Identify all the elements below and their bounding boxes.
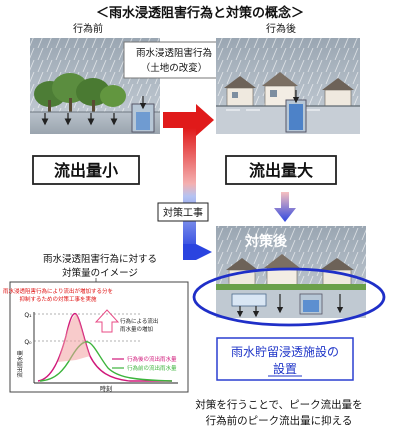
graph-title-line1: 雨水浸透阻害行為に対する xyxy=(43,253,157,265)
graph-title-line2: 対策量のイメージ xyxy=(62,267,138,279)
facility-line2: 設置 xyxy=(273,361,297,376)
q1-label: Q₁ xyxy=(24,312,32,319)
callout-line2: （土地の改変） xyxy=(141,62,208,74)
runoff-small-label: 流出量小 xyxy=(54,161,118,180)
before-curve xyxy=(39,341,173,382)
conclusion-line2: 行為前のピーク流出量に抑える xyxy=(206,414,353,427)
x-axis-label: 時刻 xyxy=(100,385,112,393)
graph-red-note-line2: 抑制するための対策工事を実施 xyxy=(19,295,97,303)
countermeasure-work-label: 対策工事 xyxy=(163,206,203,219)
legend-before: 行為前の流出雨水量 xyxy=(127,364,177,372)
y-axis-label: 流出雨水量 xyxy=(16,350,24,378)
gradient-connector xyxy=(183,128,196,252)
callout-box xyxy=(123,41,225,79)
down-arrow xyxy=(274,192,296,222)
increase-arrow xyxy=(94,309,120,333)
callout-line1: 雨水浸透阻害行為 xyxy=(136,47,212,59)
increase-note-line2: 雨水量の増加 xyxy=(120,325,153,333)
blue-arrow-right xyxy=(196,244,212,260)
increase-note-line1: 行為による流出 xyxy=(120,317,158,325)
countermeasure-work-box xyxy=(157,202,209,222)
graph-red-note-line1: 雨水浸透阻害行為により流出が増加する分を xyxy=(3,287,113,295)
before-label: 行為前 xyxy=(73,22,103,35)
conclusion-line1: 対策を行うことで、ピーク流出量を xyxy=(195,398,362,411)
graph-frame xyxy=(9,281,189,393)
red-arrow-right xyxy=(163,104,214,136)
legend-after: 行為後の流出雨水量 xyxy=(127,355,177,363)
runoff-graph: 雨水浸透阻害行為により流出が増加する分を 抑制するための対策工事を実施 Q₁ Q… xyxy=(3,281,189,393)
page-title: ＜雨水浸透阻害行為と対策の概念＞ xyxy=(96,5,304,21)
facility-highlight-ellipse xyxy=(192,267,386,327)
runoff-large-label: 流出量大 xyxy=(249,161,313,180)
q0-label: Q₀ xyxy=(24,339,32,346)
tree-icon xyxy=(34,73,126,112)
facility-line1: 雨水貯留浸透施設の xyxy=(231,344,339,359)
after-label: 行為後 xyxy=(266,22,296,35)
after-measure-label: 対策後 xyxy=(244,233,288,250)
after-scene xyxy=(216,38,360,134)
infiltration-arrows xyxy=(41,113,118,126)
runoff-large-box xyxy=(225,155,337,185)
runoff-small-box xyxy=(32,155,140,185)
facility-box xyxy=(216,337,354,381)
